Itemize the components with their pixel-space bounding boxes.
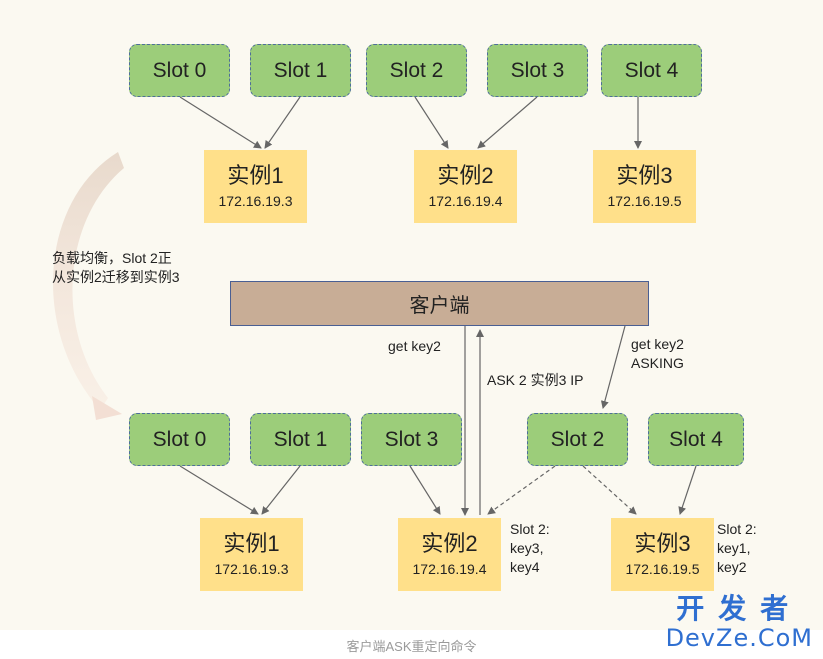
instance2-slot-note-line-1: Slot 2: (510, 521, 550, 537)
arrow-top-slot1-inst1 (264, 96, 301, 149)
figure-caption: 客户端ASK重定向命令 (346, 639, 477, 654)
top-instance-1: 实例1 172.16.19.3 (204, 150, 307, 223)
top-instance-3: 实例3 172.16.19.5 (593, 150, 696, 223)
arrow-bot-slot2-inst2-dashed (487, 465, 556, 515)
migration-arrowhead (92, 396, 122, 420)
client-box: 客户端 (230, 281, 649, 326)
instance-name: 实例1 (223, 530, 280, 556)
instance-name: 实例2 (421, 530, 478, 556)
migration-note-line-1: 负载均衡，Slot 2正 (52, 250, 172, 266)
bottom-slot-1: Slot 1 (250, 413, 351, 466)
instance3-slot-note-line-1: Slot 2: (717, 521, 757, 537)
label-get-key2: get key2 (388, 338, 441, 354)
label-get-key2-asking: get key2 ASKING (631, 335, 684, 373)
bottom-instance-3: 实例3 172.16.19.5 (611, 518, 714, 591)
arrow-bot-slot4-inst3 (678, 465, 697, 515)
bottom-slot-0: Slot 0 (129, 413, 230, 466)
watermark-logo: 开发者 DevZe.CoM (665, 592, 813, 653)
instance2-slot-note-line-2: key3, (510, 540, 544, 556)
top-slot-4: Slot 4 (601, 44, 702, 97)
instance3-slot-note: Slot 2: key1, key2 (717, 520, 757, 577)
top-instance-2: 实例2 172.16.19.4 (414, 150, 517, 223)
arrow-bot-slot2-inst3-dashed (582, 465, 637, 515)
label-asking-line: ASKING (631, 355, 684, 371)
migration-note-line-2: 从实例2迁移到实例3 (52, 269, 180, 285)
instance-ip: 172.16.19.5 (607, 192, 682, 209)
instance3-slot-note-line-3: key2 (717, 559, 747, 575)
instance-name: 实例2 (437, 162, 494, 188)
arrow-bot-slot0-inst1 (179, 465, 259, 515)
instance-name: 实例3 (616, 162, 673, 188)
bottom-instance-2: 实例2 172.16.19.4 (398, 518, 501, 591)
arrow-top-slot3-inst2 (477, 96, 538, 149)
arrow-top-slot0-inst1 (179, 96, 262, 149)
instance-name: 实例3 (634, 530, 691, 556)
instance-ip: 172.16.19.3 (214, 560, 289, 577)
arrow-top-slot2-inst2 (414, 96, 449, 149)
arrow-bot-slot1-inst1 (261, 465, 301, 515)
instance3-slot-note-line-2: key1, (717, 540, 751, 556)
top-slot-1: Slot 1 (250, 44, 351, 97)
top-slot-2: Slot 2 (366, 44, 467, 97)
instance-ip: 172.16.19.4 (412, 560, 487, 577)
top-slot-3: Slot 3 (487, 44, 588, 97)
arrow-get-key2-asking (600, 325, 626, 409)
label-get-key2-line: get key2 (631, 336, 684, 352)
bottom-slot-3: Slot 3 (361, 413, 462, 466)
label-ask-reply: ASK 2 实例3 IP (487, 372, 584, 388)
instance2-slot-note: Slot 2: key3, key4 (510, 520, 550, 577)
migration-curve (53, 152, 124, 410)
instance-name: 实例1 (227, 162, 284, 188)
top-slot-0: Slot 0 (129, 44, 230, 97)
migration-note: 负载均衡，Slot 2正 从实例2迁移到实例3 (52, 249, 180, 287)
bottom-slot-4: Slot 4 (648, 413, 744, 466)
connector-layer (53, 96, 697, 516)
instance-ip: 172.16.19.4 (428, 192, 503, 209)
instance2-slot-note-line-3: key4 (510, 559, 540, 575)
instance-ip: 172.16.19.5 (625, 560, 700, 577)
instance-ip: 172.16.19.3 (218, 192, 293, 209)
watermark-line-2: DevZe.CoM (665, 624, 813, 652)
bottom-slot-2: Slot 2 (527, 413, 628, 466)
arrow-bot-slot3-inst2 (409, 465, 441, 515)
watermark-line-1: 开发者 (676, 592, 803, 625)
bottom-instance-1: 实例1 172.16.19.3 (200, 518, 303, 591)
